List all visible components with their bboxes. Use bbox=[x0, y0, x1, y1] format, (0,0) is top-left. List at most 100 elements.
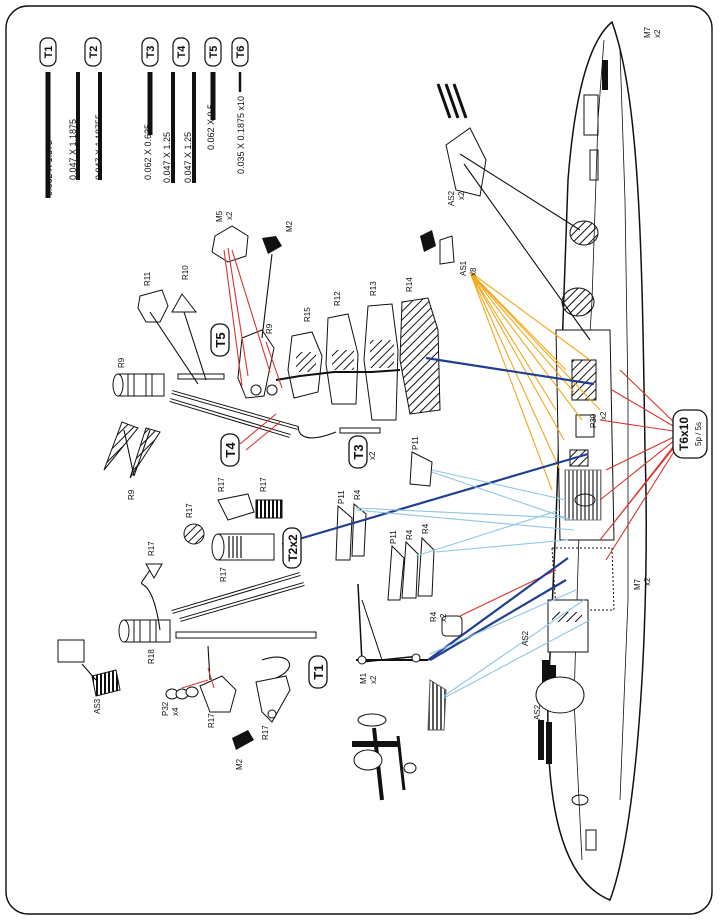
part-r9-frame bbox=[237, 329, 278, 399]
part-label: R18 bbox=[147, 649, 156, 664]
part-r9-wedge bbox=[129, 427, 161, 479]
part-label: R9 bbox=[117, 357, 126, 368]
part-as3-base bbox=[91, 669, 121, 697]
stock-size-label: 0.047 X 1.1875 bbox=[68, 119, 78, 180]
part-label: AS2 bbox=[533, 704, 542, 720]
part-label: R10 bbox=[181, 265, 190, 280]
part-as2-block bbox=[445, 127, 487, 197]
part-label: P11 bbox=[411, 436, 420, 450]
tag-t3 bbox=[348, 435, 368, 469]
legend-tag-t5 bbox=[204, 37, 222, 67]
part-label: P11 bbox=[389, 530, 398, 544]
part-label: x2 bbox=[225, 211, 234, 220]
part-seaplane bbox=[352, 713, 417, 801]
part-r17-bracket bbox=[217, 493, 255, 521]
stock-size-label: 0.062 X 1.375 bbox=[44, 140, 54, 196]
part-label: R17 bbox=[261, 725, 270, 740]
stock-size-label: 0.047 X 1.18755 bbox=[94, 114, 104, 180]
tag-label: T3 bbox=[351, 444, 366, 459]
part-r4-boat bbox=[427, 679, 447, 731]
part-r4-boat bbox=[401, 540, 419, 599]
tag-label: T1 bbox=[311, 664, 326, 679]
part-label: x2 bbox=[369, 675, 378, 684]
aft-turret bbox=[535, 676, 585, 714]
ship-hull bbox=[535, 20, 647, 901]
part-label: x4 bbox=[171, 707, 180, 716]
rod-t1 bbox=[175, 631, 317, 639]
tag-t1 bbox=[308, 655, 328, 689]
part-r17-arm bbox=[255, 675, 291, 723]
part-label: M1 bbox=[359, 672, 368, 684]
tag-label: T4 bbox=[223, 442, 238, 458]
part-label: R17 bbox=[259, 477, 268, 492]
part-label: x2 bbox=[439, 613, 448, 622]
part-r17-drum bbox=[255, 499, 283, 519]
part-label: R9 bbox=[265, 323, 274, 334]
part-label: R12 bbox=[333, 291, 342, 306]
part-r4-spool bbox=[441, 615, 463, 637]
part-label: R4 bbox=[421, 523, 430, 534]
legend-tag-t1 bbox=[39, 37, 57, 67]
part-r17-arm bbox=[199, 675, 237, 713]
part-label: R14 bbox=[405, 277, 414, 292]
callout-lines bbox=[81, 153, 681, 699]
part-label: R17 bbox=[219, 567, 228, 582]
part-p11-boat bbox=[409, 451, 433, 487]
part-r17-tri bbox=[145, 563, 163, 580]
tag-t5 bbox=[210, 323, 230, 357]
rod-t3 bbox=[339, 427, 381, 434]
part-label: M2 bbox=[285, 220, 294, 232]
stock-size-label: 0.062 X 0.625 bbox=[143, 124, 153, 180]
legend-tag-t3 bbox=[141, 37, 159, 67]
part-label: R4 bbox=[405, 529, 414, 540]
tag-t4 bbox=[220, 433, 240, 467]
tag-label: T6x10 bbox=[677, 417, 691, 451]
part-label: R13 bbox=[369, 281, 378, 296]
gun-turret bbox=[569, 220, 599, 246]
part-label: M7 bbox=[633, 578, 642, 590]
part-label: M5 bbox=[215, 210, 224, 222]
part-r4-boat bbox=[417, 536, 435, 597]
part-r4-boat bbox=[351, 502, 367, 557]
part-labels: M7 x2 AS2 x2 AS1 x8 M5 x2 M2 R11 R10 R9 … bbox=[93, 26, 662, 770]
tag-label: T5 bbox=[213, 332, 228, 347]
part-label: R17 bbox=[207, 713, 216, 728]
part-r9-wedge bbox=[103, 421, 139, 471]
tag-sublabel: 5p / 5s bbox=[694, 422, 703, 446]
legend-tag-label: T2 bbox=[88, 46, 100, 59]
part-as3-frame bbox=[57, 639, 85, 663]
part-label: R4 bbox=[353, 489, 362, 500]
part-r17-cylinder bbox=[211, 533, 275, 561]
part-r17-disc bbox=[183, 523, 205, 545]
tag-t3-qty: x2 bbox=[368, 451, 377, 460]
part-r9-drum bbox=[112, 373, 165, 397]
part-label: R4 bbox=[429, 611, 438, 622]
part-label: M7 bbox=[643, 26, 652, 38]
legend-tag-label: T6 bbox=[235, 46, 247, 59]
part-m1-crane bbox=[356, 583, 428, 665]
part-label: x2 bbox=[653, 29, 662, 38]
stock-size-label: 0.047 X 1.25 bbox=[162, 132, 172, 183]
aft-turret bbox=[547, 599, 589, 653]
legend-tag-t6 bbox=[231, 37, 249, 67]
part-label: P11 bbox=[337, 490, 346, 504]
part-m5 bbox=[211, 225, 249, 263]
legend-tag-t4 bbox=[172, 37, 190, 67]
parts bbox=[57, 83, 487, 801]
pill-tags: T5 T4 T3 x2 T2x2 T1 T6x10 5p / 5s bbox=[210, 323, 708, 689]
part-m2-top bbox=[262, 236, 282, 254]
part-m2-bottom bbox=[232, 730, 254, 750]
legend-tag-label: T5 bbox=[208, 46, 220, 59]
part-label: AS2 bbox=[447, 190, 456, 206]
part-r18-drum bbox=[118, 619, 171, 643]
part-label: P32 bbox=[161, 701, 170, 716]
legend-tag-label: T4 bbox=[176, 45, 188, 59]
part-as1-guns bbox=[420, 230, 455, 265]
legend-tag-t2 bbox=[84, 37, 102, 67]
page-frame bbox=[5, 5, 713, 915]
part-r10 bbox=[171, 293, 198, 313]
tag-t2 bbox=[282, 527, 302, 569]
part-label: x2 bbox=[599, 411, 608, 420]
part-label: AS3 bbox=[93, 698, 102, 714]
